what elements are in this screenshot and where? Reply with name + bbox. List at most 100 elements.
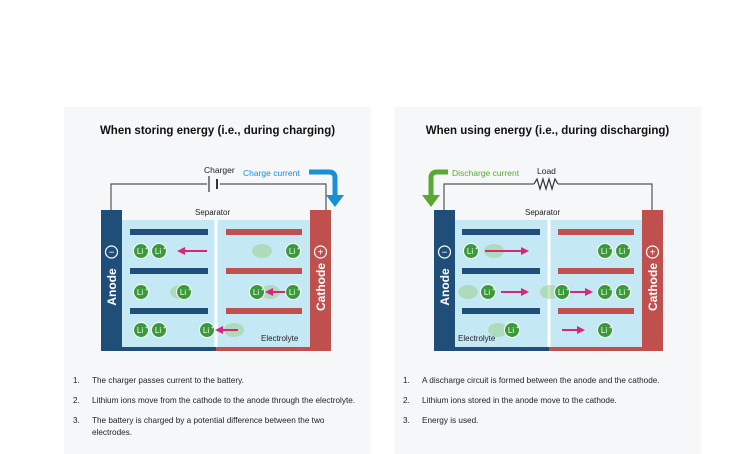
svg-text:+: + (516, 325, 519, 331)
svg-text:+: + (188, 287, 191, 293)
anode-label: Anode (438, 268, 452, 306)
li-ion: Li+ (285, 243, 301, 259)
step-item: 1.The charger passes current to the batt… (73, 376, 244, 385)
svg-text:+: + (145, 287, 148, 293)
ion-arrowhead (585, 288, 593, 296)
step-item: 1.A discharge circuit is formed between … (403, 376, 660, 385)
charge-current-arrow (309, 169, 338, 196)
cathode-electrode (642, 210, 663, 351)
charge-current-label: Charge current (243, 168, 300, 178)
ion-arrowhead (265, 288, 273, 296)
li-ion: Li+ (133, 284, 149, 300)
discharge-current-arrow (428, 169, 448, 195)
step-item: 2.Lithium ions stored in the anode move … (403, 396, 617, 405)
li-ion: Li+ (249, 284, 265, 300)
charging-steps: 1.The charger passes current to the batt… (64, 375, 364, 447)
anode-label: Anode (105, 268, 119, 306)
cathode-layer (558, 308, 634, 314)
svg-text:Li: Li (601, 247, 607, 256)
li-ion: Li+ (597, 284, 613, 300)
svg-text:Li: Li (180, 288, 186, 297)
step-item: 3.The battery is charged by a potential … (73, 416, 325, 437)
anode-electrode (101, 210, 122, 351)
svg-text:+: + (297, 287, 300, 293)
discharging-diagram: Load Discharge current Separator Electro… (422, 166, 663, 351)
li-ion: Li+ (176, 284, 192, 300)
cathode-label: Cathode (314, 263, 328, 311)
anode-layer (130, 229, 208, 235)
cathode-layer (558, 268, 634, 274)
ion-motion-blur (458, 285, 478, 299)
svg-text:+: + (163, 325, 166, 331)
svg-text:+: + (609, 246, 612, 252)
step-item: 2.Lithium ions move from the cathode to … (73, 396, 356, 405)
charger-label: Charger (204, 165, 235, 175)
anode-layer (462, 308, 540, 314)
cathode-electrode (310, 210, 331, 351)
svg-text:+: + (163, 246, 166, 252)
cathode-sign: + (650, 248, 656, 259)
li-ion: Li+ (285, 284, 301, 300)
svg-text:Li: Li (508, 326, 514, 335)
anode-layer (130, 268, 208, 274)
li-ion: Li+ (597, 243, 613, 259)
svg-text:+: + (145, 246, 148, 252)
svg-text:+: + (297, 246, 300, 252)
svg-text:Li: Li (601, 326, 607, 335)
svg-text:+: + (145, 325, 148, 331)
li-ion: Li+ (615, 284, 631, 300)
ion-motion-blur (252, 244, 272, 258)
anode-sign: − (442, 248, 448, 259)
svg-text:+: + (609, 287, 612, 293)
svg-text:Li: Li (289, 288, 295, 297)
li-ion: Li+ (151, 322, 167, 338)
svg-text:Li: Li (558, 288, 564, 297)
li-ion: Li+ (554, 284, 570, 300)
discharge-current-label: Discharge current (452, 168, 520, 178)
discharging-wire (443, 183, 534, 210)
svg-text:Li: Li (155, 326, 161, 335)
svg-text:+: + (211, 325, 214, 331)
electrolyte-label: Electrolyte (458, 334, 496, 343)
ion-motion-blur (488, 323, 508, 337)
ion-arrowhead (577, 326, 585, 334)
charging-panel: When storing energy (i.e., during chargi… (64, 107, 371, 454)
cathode-sign-circle (645, 245, 660, 259)
li-ion: Li+ (597, 322, 613, 338)
svg-text:Li: Li (253, 288, 259, 297)
svg-text:Li: Li (155, 247, 161, 256)
cathode-layer (226, 268, 302, 274)
svg-text:+: + (475, 246, 478, 252)
svg-text:Li: Li (289, 247, 295, 256)
charging-title: When storing energy (i.e., during chargi… (99, 125, 336, 137)
li-ion: Li+ (480, 284, 496, 300)
electrolyte-label: Electrolyte (261, 334, 299, 343)
li-ion: Li+ (615, 243, 631, 259)
svg-text:Li: Li (203, 326, 209, 335)
li-ion: Li+ (133, 243, 149, 259)
svg-text:+: + (609, 325, 612, 331)
cathode-bottom-bar (216, 347, 310, 351)
svg-text:Li: Li (137, 247, 143, 256)
svg-text:Li: Li (484, 288, 490, 297)
load-label: Load (537, 166, 556, 176)
anode-sign-circle (437, 245, 452, 259)
load-resistor (533, 176, 559, 192)
discharging-wire-right (558, 183, 653, 210)
anode-layer (462, 229, 540, 235)
svg-text:+: + (261, 287, 264, 293)
ion-arrowhead (177, 247, 185, 255)
anode-bottom-bar (122, 347, 216, 351)
svg-text:Li: Li (137, 288, 143, 297)
li-ion: Li+ (151, 243, 167, 259)
cathode-layer (558, 229, 634, 235)
anode-sign: − (109, 248, 115, 259)
cathode-label: Cathode (646, 263, 660, 311)
cathode-layer (226, 308, 302, 314)
svg-text:Li: Li (601, 288, 607, 297)
li-ion: Li+ (504, 322, 520, 338)
charge-current-arrowhead (326, 195, 344, 207)
discharging-steps: 1.A discharge circuit is formed between … (394, 375, 694, 435)
svg-text:+: + (566, 287, 569, 293)
discharging-title: When using energy (i.e., during discharg… (425, 125, 670, 137)
